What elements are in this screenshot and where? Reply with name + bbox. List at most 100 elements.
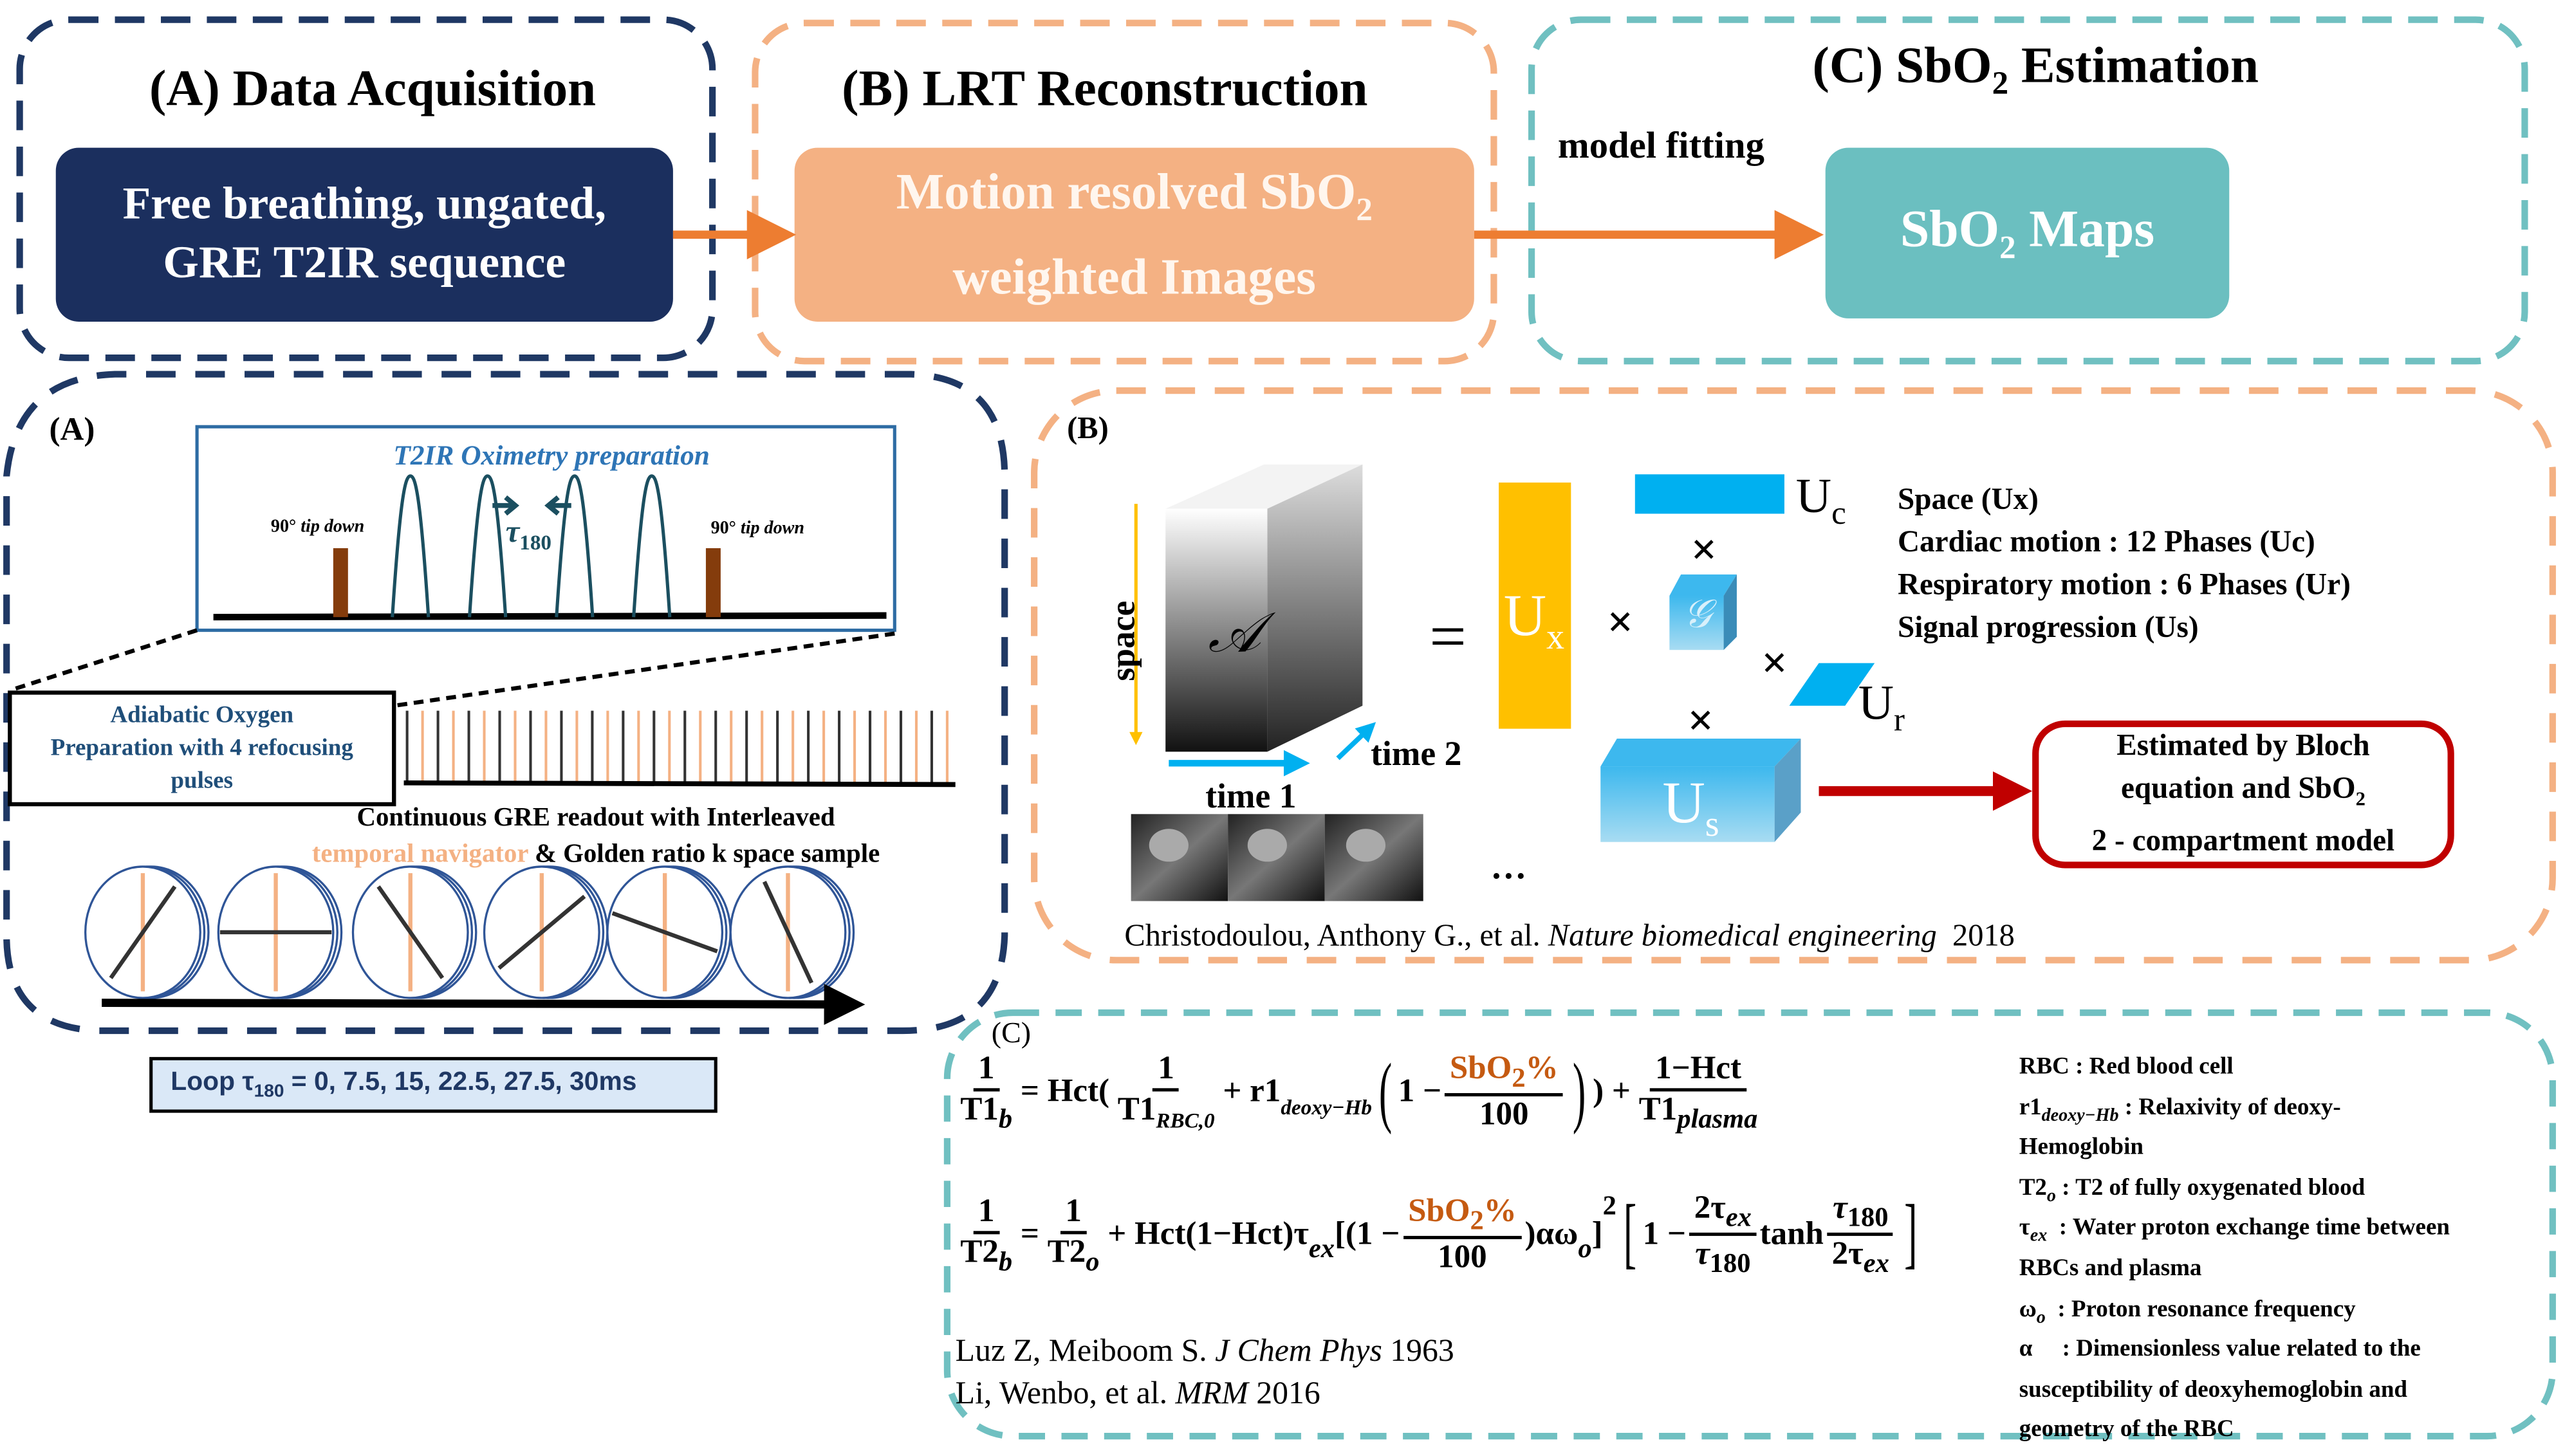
readout-line1: Continuous GRE readout with Interleaved xyxy=(356,804,835,833)
definition-line: α : Dimensionless value related to the xyxy=(2019,1336,2421,1363)
definition-line: T2o : T2 of fully oxygenated blood xyxy=(2019,1174,2366,1206)
panel-b-border xyxy=(1031,387,2556,964)
sbo2-maps-text: SbO2 Maps xyxy=(1900,198,2155,266)
reconstruction-box xyxy=(794,147,1474,322)
space-label: space xyxy=(1103,600,1143,681)
ux-label: Ux xyxy=(1503,582,1565,657)
tip-down-label-left: 90° tip down xyxy=(270,517,365,537)
tau180-label: τ180 xyxy=(505,515,551,555)
refocusing-pulse xyxy=(632,474,672,618)
golden-ratio-spoke xyxy=(611,911,718,954)
panel-a-label: (A) xyxy=(49,412,95,448)
kspace-frame xyxy=(483,865,609,999)
us-label: Us xyxy=(1662,769,1719,844)
refocusing-pulse xyxy=(391,474,431,618)
sbo2-maps-box xyxy=(1825,147,2230,318)
heart-blob xyxy=(1346,829,1386,862)
times-sign: × xyxy=(1690,525,1718,576)
bloch-line: Estimated by Bloch xyxy=(2116,730,2370,764)
us-cube-top xyxy=(1600,738,1801,767)
equals-sign: = xyxy=(1429,599,1467,673)
readout-line2: temporal navigator & Golden ratio k spac… xyxy=(311,840,880,869)
uc-factor xyxy=(1634,474,1784,514)
panel-c-border xyxy=(943,1009,2556,1440)
golden-ratio-spoke xyxy=(497,894,586,970)
zoom-line xyxy=(12,628,198,692)
legend-item: Cardiac motion : 12 Phases (Uc) xyxy=(1897,526,2315,560)
panel-c-label: (C) xyxy=(991,1016,1032,1049)
adiabatic-line: Adiabatic Oxygen xyxy=(110,702,294,729)
legend-item: Signal progression (Us) xyxy=(1897,612,2199,645)
panel-a-top-border xyxy=(16,16,716,362)
us-factor xyxy=(1600,766,1775,842)
prep-title: T2IR Oximetry preparation xyxy=(393,439,710,472)
reconstruction-line2: weighted Images xyxy=(952,247,1316,305)
symbol-definitions: RBC : Red blood cell r1deoxy−Hb : Relaxiv… xyxy=(2019,1052,2450,1455)
definition-line: r1deoxy−Hb : Relaxivity of deoxy- xyxy=(2019,1094,2341,1125)
bloch-line: equation and SbO2 xyxy=(2120,773,2366,811)
core-tensor-side xyxy=(1723,574,1737,650)
definition-line: τex : Water proton exchange time between xyxy=(2019,1215,2450,1246)
ellipsis: … xyxy=(1490,845,1527,887)
citation-b: Christodoulou, Anthony G., et al. Nature… xyxy=(1124,919,2015,954)
tip-down-pulse xyxy=(333,548,348,618)
definition-line: RBC : Red blood cell xyxy=(2019,1053,2234,1080)
time-arrow xyxy=(102,984,866,1025)
definition-line: geometry of the RBC xyxy=(2019,1417,2234,1444)
core-symbol: 𝒢 xyxy=(1683,594,1712,637)
reconstruction-line1: Motion resolved SbO2 xyxy=(896,163,1373,230)
panel-c-title: (C) SbO2 Estimation xyxy=(1812,36,2259,102)
core-tensor-top xyxy=(1669,574,1737,596)
core-tensor xyxy=(1669,596,1724,650)
panel-b-label: (B) xyxy=(1067,412,1109,447)
times-sign: × xyxy=(1761,638,1788,690)
legend-item: Respiratory motion : 6 Phases (Ur) xyxy=(1897,569,2351,603)
panel-a-border xyxy=(3,371,1008,1035)
definition-line: RBCs and plasma xyxy=(2019,1255,2202,1282)
golden-ratio-spoke xyxy=(109,885,177,979)
tensor-symbol: 𝒜 xyxy=(1208,604,1261,665)
definition-line: susceptibility of deoxyhemoglobin and xyxy=(2019,1376,2407,1403)
acquisition-box-text: Free breathing, ungated, GRE T2IR sequen… xyxy=(56,148,673,322)
us-cube-side xyxy=(1774,738,1801,842)
refocusing-pulses xyxy=(391,474,672,618)
kspace-frame xyxy=(606,865,732,999)
tip-down-pulse xyxy=(705,548,721,618)
readout-baseline xyxy=(403,780,956,788)
definition-line: ωo : Proton resonance frequency xyxy=(2019,1296,2356,1327)
adiabatic-text: Adiabatic Oxygen Preparation with 4 refo… xyxy=(10,693,394,804)
model-fitting-label: model fitting xyxy=(1557,124,1764,166)
tip-down-label-right: 90° tip down xyxy=(710,519,804,539)
times-sign: × xyxy=(1607,597,1634,649)
reference-luz: Luz Z, Meiboom S. J Chem Phys 1963 xyxy=(955,1334,1454,1369)
kspace-frame xyxy=(84,865,210,999)
ur-label: Ur xyxy=(1858,676,1905,739)
definition-line: Hemoglobin xyxy=(2019,1134,2143,1161)
kspace-frame xyxy=(729,865,855,999)
panel-b-title: (B) LRT Reconstruction xyxy=(842,59,1368,117)
kspace-frame xyxy=(351,865,477,999)
adiabatic-line: pulses xyxy=(171,768,234,795)
panel-b-top-border xyxy=(752,19,1497,365)
refocusing-pulse xyxy=(555,474,595,618)
time2-arrow xyxy=(1336,722,1376,760)
acquisition-box xyxy=(55,147,673,322)
time2-label: time 2 xyxy=(1371,733,1462,773)
heart-blob xyxy=(1149,829,1189,862)
kspace-frame xyxy=(217,865,343,999)
ur-factor xyxy=(1789,663,1875,706)
tensor-cube-front xyxy=(1165,508,1268,752)
zoom-line xyxy=(393,631,895,708)
tau-arrow-left xyxy=(544,495,571,516)
golden-ratio-spoke xyxy=(376,885,445,979)
factor-legend: Space (Ux) Cardiac motion : 12 Phases (U… xyxy=(1898,479,2351,650)
acquisition-line2: GRE T2IR sequence xyxy=(163,237,566,289)
tensor-cube-side xyxy=(1267,464,1363,752)
bloch-text: Estimated by Bloch equation and SbO2 2 -… xyxy=(2035,724,2450,865)
bloch-line: 2 - compartment model xyxy=(2091,825,2395,858)
loop-text: Loop τ180 = 0, 7.5, 15, 22.5, 27.5, 30ms xyxy=(171,1068,637,1101)
prep-baseline xyxy=(213,612,887,621)
heart-blob xyxy=(1247,829,1287,862)
